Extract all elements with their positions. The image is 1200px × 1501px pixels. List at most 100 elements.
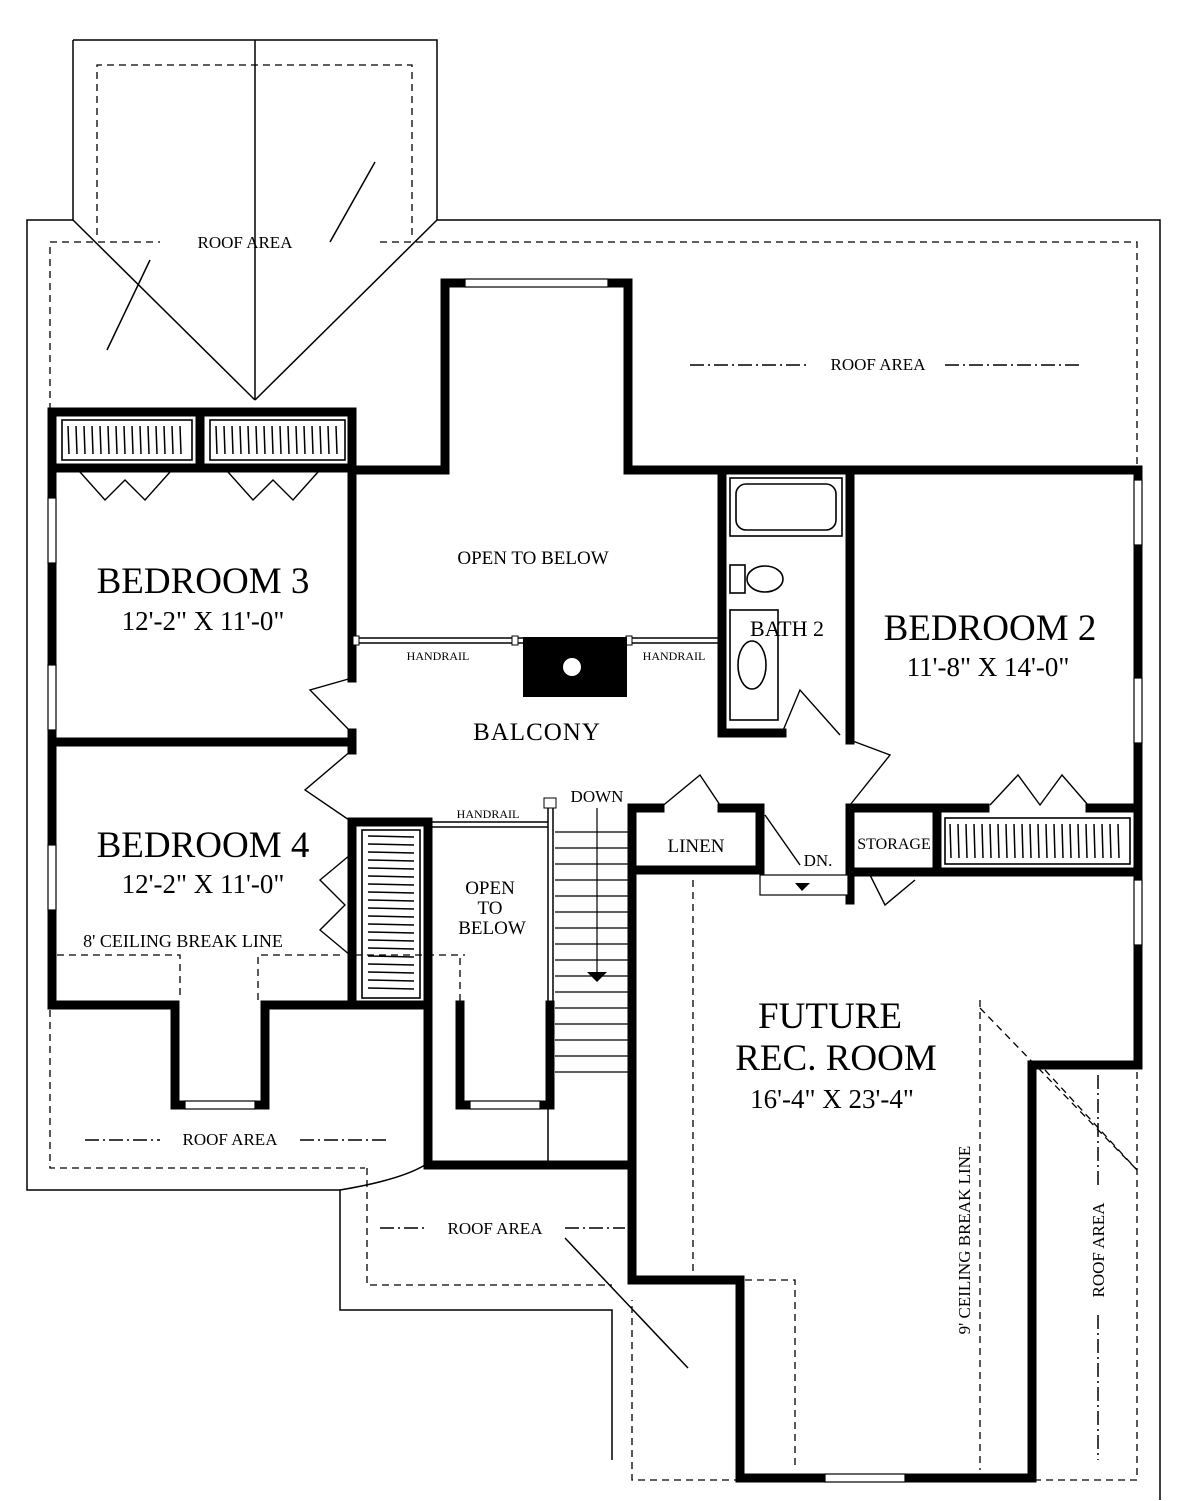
- closet-hanger: [287, 425, 290, 455]
- closet-hanger: [319, 425, 322, 455]
- closet-hanger: [263, 425, 266, 455]
- roof-area-label-se: ROOF AREA: [1089, 1202, 1108, 1298]
- rec-room-line2: REC. ROOM: [735, 1038, 936, 1079]
- closet-hanger: [367, 875, 415, 878]
- roof-outline: [26, 39, 1161, 1500]
- closet-hanger: [115, 425, 118, 455]
- closet-hanger: [1029, 823, 1032, 859]
- bedroom-4-name: BEDROOM 4: [97, 825, 310, 866]
- ceiling-break-8-label: 8' CEILING BREAK LINE: [83, 931, 283, 951]
- roof-area-label-nw: ROOF AREA: [198, 233, 294, 252]
- closet-hanger: [957, 823, 960, 859]
- roof-area-label-s: ROOF AREA: [448, 1219, 544, 1238]
- handrail-label-left: HANDRAIL: [407, 649, 470, 663]
- bath-fixtures: [729, 477, 843, 721]
- closet-hanger: [327, 425, 330, 455]
- closet-hanger: [91, 425, 94, 455]
- closet-hanger: [215, 425, 218, 455]
- closet-hanger: [1021, 823, 1024, 859]
- closet-hanger: [1101, 823, 1104, 859]
- closet-hanger: [83, 425, 86, 455]
- closet-hanger: [271, 425, 274, 455]
- closet-hanger: [1013, 823, 1016, 859]
- closet-hanger: [367, 931, 415, 934]
- closet-hanger: [163, 425, 166, 455]
- closet-hanger: [335, 425, 338, 455]
- open-to-below-stack-3: BELOW: [458, 918, 526, 939]
- closet-hanger: [295, 425, 298, 455]
- closet-hanger: [99, 425, 102, 455]
- rec-room-dims: 16'-4" X 23'-4": [750, 1084, 914, 1114]
- ceiling-break-9-label: 9' CEILING BREAK LINE: [955, 1146, 974, 1335]
- closet-hanger: [223, 425, 226, 455]
- labels: ROOF AREA ROOF AREA ROOF AREA ROOF AREA …: [83, 233, 1108, 1334]
- closet-hanger: [367, 939, 415, 942]
- closet-hanger: [965, 823, 968, 859]
- open-to-below-stack-2: TO: [478, 898, 503, 919]
- closet-hanger: [367, 923, 415, 926]
- leader-lines: [85, 161, 1099, 1460]
- closet-shelves: [61, 419, 1131, 999]
- closet-hanger: [1109, 823, 1112, 859]
- stairs: [555, 831, 630, 1073]
- closet-hangers: [67, 425, 1120, 990]
- handrail-label-right: HANDRAIL: [643, 649, 706, 663]
- closet-hanger: [139, 425, 142, 455]
- closet-hanger: [131, 425, 134, 455]
- closet-hanger: [1005, 823, 1008, 859]
- closet-hanger: [179, 425, 182, 455]
- closet-hanger: [279, 425, 282, 455]
- closet-hanger: [367, 851, 415, 854]
- bedroom-2-dims: 11'-8" X 14'-0": [907, 652, 1070, 682]
- closet-hanger: [981, 823, 984, 859]
- closet-hanger: [1117, 823, 1120, 859]
- closet-hanger: [367, 891, 415, 894]
- bedroom-2-name: BEDROOM 2: [884, 608, 1097, 649]
- closet-hanger: [367, 899, 415, 902]
- closet-hanger: [367, 971, 415, 974]
- closet-hanger: [367, 843, 415, 846]
- down-label: DOWN: [571, 787, 624, 806]
- closet-hanger: [367, 907, 415, 910]
- closet-hanger: [367, 947, 415, 950]
- handrail-label-stair: HANDRAIL: [457, 807, 520, 821]
- dn-label: DN.: [804, 851, 833, 870]
- closet-hanger: [303, 425, 306, 455]
- open-to-below-stack-1: OPEN: [465, 878, 515, 899]
- closet-hanger: [255, 425, 258, 455]
- closet-hanger: [367, 963, 415, 966]
- closet-hanger: [171, 425, 174, 455]
- closet-hanger: [147, 425, 150, 455]
- roof-area-label-sw: ROOF AREA: [183, 1130, 279, 1149]
- closet-hanger: [367, 859, 415, 862]
- closet-hanger: [231, 425, 234, 455]
- closet-hanger: [1069, 823, 1072, 859]
- closet-hanger: [367, 955, 415, 958]
- closet-doors: [79, 471, 1089, 956]
- stair-arrow: [587, 808, 607, 982]
- storage-label: STORAGE: [857, 836, 931, 853]
- closet-hanger: [311, 425, 314, 455]
- closet-hanger: [1045, 823, 1048, 859]
- linen-label: LINEN: [668, 836, 725, 857]
- balcony-name: BALCONY: [473, 719, 601, 746]
- closet-hanger: [1093, 823, 1096, 859]
- closet-hanger: [367, 867, 415, 870]
- closet-hanger: [989, 823, 992, 859]
- closet-hanger: [997, 823, 1000, 859]
- closet-hanger: [1085, 823, 1088, 859]
- closet-hanger: [155, 425, 158, 455]
- closet-hanger: [973, 823, 976, 859]
- closet-hanger: [123, 425, 126, 455]
- closet-hanger: [367, 987, 415, 990]
- closet-hanger: [107, 425, 110, 455]
- handrails: [352, 635, 722, 1165]
- room-doors: [303, 677, 916, 907]
- bedroom-3-dims: 12'-2" X 11'-0": [122, 606, 285, 636]
- closet-hanger: [67, 425, 70, 455]
- chimney: [523, 637, 627, 697]
- rec-room-line1: FUTURE: [758, 996, 902, 1037]
- closet-hanger: [1061, 823, 1064, 859]
- windows: [47, 278, 1143, 1483]
- roof-area-label-ne: ROOF AREA: [831, 355, 927, 374]
